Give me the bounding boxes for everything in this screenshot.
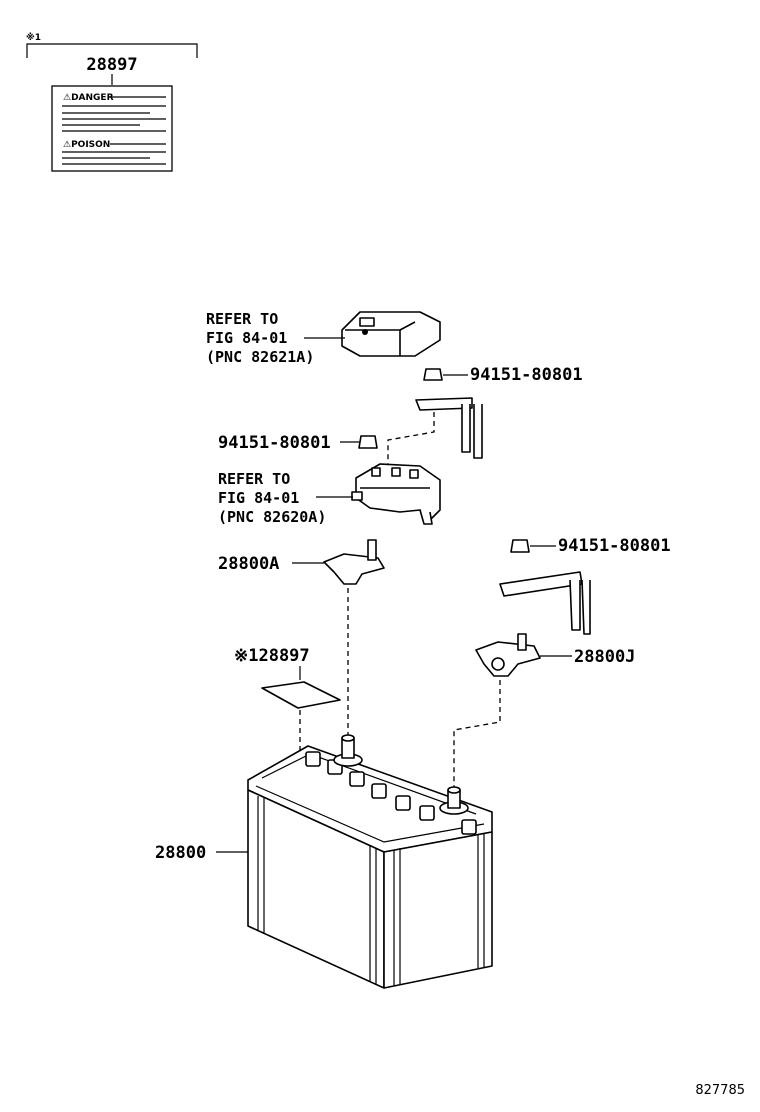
legend-bracket bbox=[26, 43, 198, 58]
nut-icon-right bbox=[510, 539, 530, 553]
warning-label-thumbnail bbox=[51, 85, 173, 172]
label-danger-text: ⚠DANGER bbox=[63, 93, 114, 103]
fuse-block-top bbox=[341, 311, 441, 357]
nut-icon-left bbox=[358, 435, 378, 449]
ref-text-top: REFER TO FIG 84-01 (PNC 82621A) bbox=[206, 310, 314, 366]
ref-text-middle: REFER TO FIG 84-01 (PNC 82620A) bbox=[218, 470, 326, 526]
battery-post-positive bbox=[333, 734, 363, 767]
battery-post-negative bbox=[439, 786, 469, 815]
legend-note-mark: ※1 bbox=[26, 32, 41, 43]
terminal-clamp-negative bbox=[475, 633, 541, 677]
callout-terminal-positive: 28800A bbox=[218, 554, 279, 574]
battery bbox=[247, 734, 493, 989]
cable-bracket-upper bbox=[415, 397, 483, 459]
callout-terminal-negative: 28800J bbox=[574, 647, 635, 667]
legend-part-number: 28897 bbox=[86, 55, 137, 75]
warning-label-sheet bbox=[261, 681, 341, 709]
nut-icon-top bbox=[423, 368, 443, 381]
battery-vent-caps bbox=[305, 751, 477, 835]
callout-label-sheet: ※128897 bbox=[234, 646, 310, 666]
fuse-block-middle bbox=[351, 463, 441, 525]
dashed-guide-negative bbox=[453, 680, 501, 790]
callout-nut-top: 94151-80801 bbox=[470, 365, 583, 385]
legend-panel: ※1 28897 ⚠DANGER ⚠POISON bbox=[26, 32, 198, 172]
callout-nut-left: 94151-80801 bbox=[218, 433, 331, 453]
dashed-guide-upper bbox=[387, 412, 435, 470]
figure-id: 827785 bbox=[695, 1083, 745, 1098]
callout-nut-right: 94151-80801 bbox=[558, 536, 671, 556]
label-poison-text: ⚠POISON bbox=[63, 140, 110, 150]
callout-battery: 28800 bbox=[155, 843, 206, 863]
terminal-clamp-positive bbox=[323, 539, 385, 585]
cable-bracket-lower bbox=[499, 571, 591, 635]
